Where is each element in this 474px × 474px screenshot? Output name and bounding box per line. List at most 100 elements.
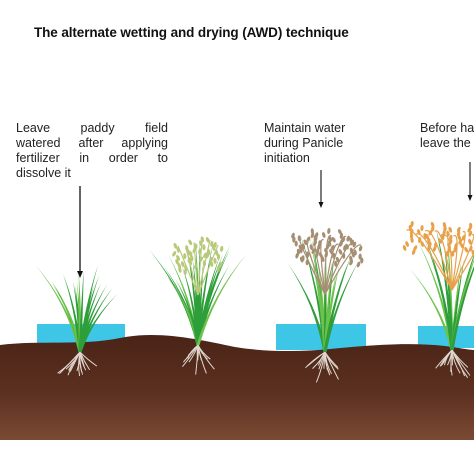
leaf	[78, 284, 108, 352]
grain	[358, 253, 362, 260]
grain	[432, 246, 437, 252]
stage3-label: Before ha leave the	[420, 121, 474, 151]
soil-layer	[0, 335, 474, 440]
grain	[420, 225, 424, 231]
grain	[459, 242, 465, 249]
roots	[182, 344, 215, 375]
grain	[310, 232, 315, 239]
leaf	[78, 270, 84, 352]
grain	[327, 240, 332, 247]
grain	[202, 244, 206, 251]
grain	[446, 230, 450, 237]
grain	[335, 256, 340, 263]
grain	[346, 235, 350, 242]
stage2-arrow-head	[318, 202, 324, 208]
grain	[411, 249, 416, 255]
leaf	[186, 244, 200, 345]
grain	[410, 221, 414, 227]
grain	[294, 240, 298, 247]
grain	[447, 246, 451, 253]
grain	[303, 239, 308, 246]
grain	[405, 241, 409, 247]
grain	[358, 245, 363, 252]
grain	[305, 259, 309, 266]
grain	[292, 236, 296, 243]
grain	[301, 255, 305, 262]
grain	[306, 236, 311, 242]
grain	[316, 248, 320, 255]
stage2-label-line: during Panicle	[264, 136, 344, 150]
grain	[345, 243, 349, 250]
stage1-label-line: dissolve it	[16, 166, 71, 180]
leaf	[436, 230, 454, 350]
grain	[178, 266, 182, 273]
grain	[309, 244, 313, 251]
grain	[176, 246, 180, 253]
stage1-label-line: Leave paddy field	[16, 121, 168, 135]
grain	[442, 230, 446, 236]
panicles	[402, 221, 474, 291]
grain	[180, 261, 185, 267]
panicle-stem	[324, 243, 339, 295]
grain	[338, 249, 343, 255]
grain	[352, 241, 357, 248]
grain	[325, 244, 330, 250]
grain	[199, 240, 203, 247]
grain	[188, 259, 193, 266]
leaf	[323, 262, 340, 352]
grain	[339, 241, 343, 247]
leaf	[196, 260, 204, 345]
grain	[338, 229, 342, 235]
panicle-stem	[434, 230, 453, 291]
grain	[440, 234, 445, 240]
grain	[299, 247, 303, 254]
grain	[457, 234, 462, 241]
diagram-title: The alternate wetting and drying (AWD) t…	[34, 25, 349, 40]
water-pool-stage4	[418, 326, 474, 348]
grain	[445, 250, 450, 257]
grain	[360, 257, 364, 264]
grain	[313, 240, 317, 246]
grain	[215, 249, 219, 256]
grain	[213, 241, 217, 248]
grain	[331, 236, 336, 243]
grain	[461, 234, 466, 241]
leaf	[409, 268, 454, 350]
grain	[427, 245, 431, 252]
grain	[402, 245, 407, 251]
leaf	[309, 248, 327, 352]
panicles	[291, 228, 364, 295]
roots	[57, 351, 98, 377]
grain	[193, 263, 198, 270]
grain	[297, 235, 301, 242]
grain	[213, 257, 217, 264]
roots	[435, 349, 471, 378]
grain	[205, 253, 210, 259]
grain	[324, 252, 328, 258]
grain	[295, 252, 299, 259]
rice-plant-stage3	[287, 228, 364, 383]
grain	[218, 261, 223, 268]
panicle-stem	[177, 245, 199, 296]
panicle-stem	[306, 242, 326, 295]
leaf	[323, 260, 359, 352]
grain	[205, 237, 210, 243]
stage2-label-line: Maintain water	[264, 121, 346, 135]
grain	[183, 269, 187, 276]
leaf	[78, 293, 118, 352]
leaf	[58, 293, 82, 352]
grain	[453, 246, 457, 253]
leaf	[450, 266, 474, 350]
grain	[327, 228, 331, 234]
grain	[188, 239, 193, 246]
rice-plant-stage4	[402, 221, 474, 378]
panicle-stem	[451, 252, 474, 291]
grain	[198, 248, 202, 255]
grain	[322, 232, 326, 238]
stage3-label-line: Before ha	[420, 121, 474, 135]
grain	[313, 236, 318, 242]
grain	[471, 249, 474, 256]
grain	[216, 265, 220, 272]
panicle-stem	[320, 239, 326, 295]
roots	[305, 351, 339, 383]
